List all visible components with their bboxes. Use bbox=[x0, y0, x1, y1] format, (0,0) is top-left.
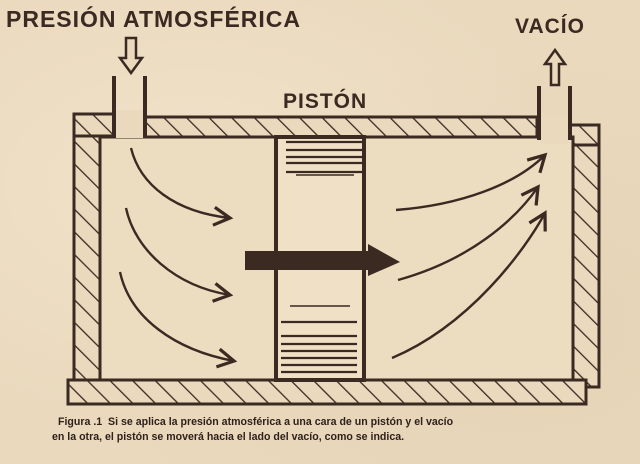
vacuum-up-arrow-icon bbox=[542, 47, 568, 87]
atmosphere-down-arrow-icon bbox=[117, 36, 145, 76]
piston-label: PISTÓN bbox=[283, 90, 368, 113]
atmospheric-pressure-label: PRESIÓN ATMOSFÉRICA bbox=[6, 6, 302, 32]
piston-motion-arrow-icon bbox=[245, 244, 400, 276]
outflow-arrows bbox=[391, 152, 548, 360]
caption-line-1: Si se aplica la presión atmosférica a un… bbox=[108, 416, 454, 428]
inlet-port bbox=[112, 76, 147, 138]
vacuum-label: VACÍO bbox=[515, 15, 585, 38]
inflow-arrows bbox=[118, 147, 238, 369]
figure-caption: Figura .1 Si se aplica la presión atmosf… bbox=[52, 415, 618, 445]
outlet-port bbox=[537, 86, 572, 144]
figure-number: Figura .1 bbox=[58, 416, 103, 428]
caption-line-2: en la otra, el pistón se moverá hacia el… bbox=[52, 431, 405, 443]
